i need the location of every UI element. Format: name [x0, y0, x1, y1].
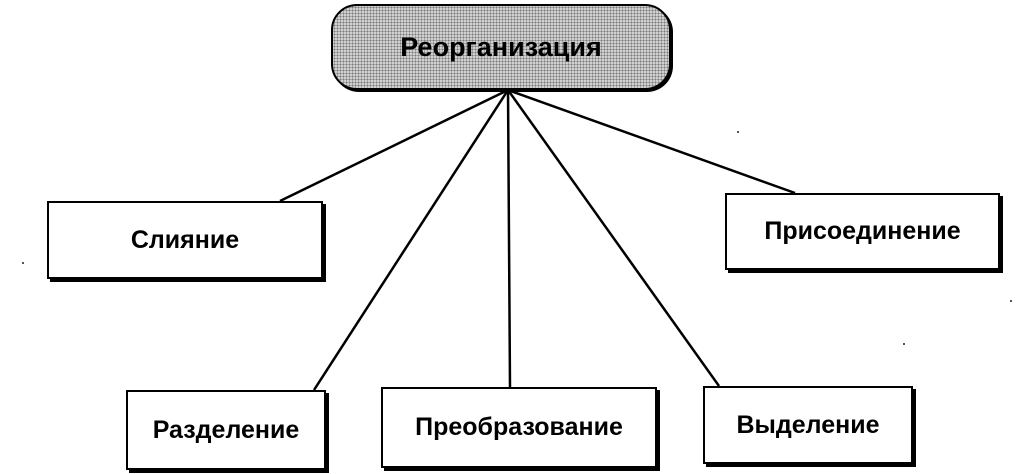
scan-speck — [22, 262, 24, 264]
connector-division — [312, 89, 510, 391]
scan-speck — [903, 343, 905, 345]
node-accession-label: Присоединение — [764, 217, 961, 245]
connector-transformation — [506, 89, 512, 388]
node-transformation: Преобразование — [381, 387, 657, 468]
node-separation-label: Выделение — [736, 410, 880, 439]
node-transformation-label: Преобразование — [415, 413, 623, 441]
node-division-label: Разделение — [152, 415, 300, 444]
scan-speck — [1010, 300, 1012, 302]
connector-merger — [279, 88, 509, 203]
root-node-reorganization: Реорганизация — [331, 4, 671, 90]
node-separation: Выделение — [703, 386, 913, 464]
scan-speck — [737, 131, 739, 133]
connector-accession — [507, 88, 796, 195]
node-merger: Слияние — [47, 201, 323, 279]
node-accession: Присоединение — [725, 193, 1000, 270]
node-division: Разделение — [126, 390, 326, 470]
connector-separation — [506, 89, 721, 387]
root-node-label: Реорганизация — [400, 31, 602, 62]
node-merger-label: Слияние — [130, 225, 240, 254]
